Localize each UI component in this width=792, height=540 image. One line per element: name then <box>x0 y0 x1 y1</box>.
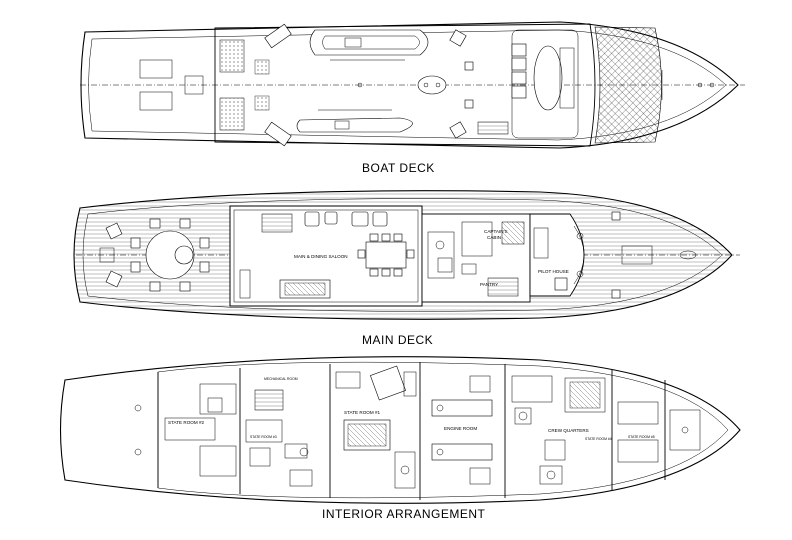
main-deck-plan <box>73 190 740 320</box>
label-state-room-5: STATE ROOM #5 <box>628 435 655 439</box>
label-engine-room: ENGINE ROOM <box>444 426 477 431</box>
label-state-room-4: STATE ROOM #4 <box>585 437 612 441</box>
main-deck-title: MAIN DECK <box>362 333 433 347</box>
label-crew-quarters: CREW QUARTERS <box>548 428 589 433</box>
label-state-room-1: STATE ROOM #1 <box>344 410 381 415</box>
label-state-room-3: STATE ROOM #3 <box>250 435 277 439</box>
boat-deck-plan <box>80 21 745 149</box>
label-state-room-2: STATE ROOM #2 <box>168 420 205 425</box>
label-pantry: PANTRY <box>480 282 498 287</box>
interior-title: INTERIOR ARRANGEMENT <box>322 507 486 521</box>
boat-deck-title: BOAT DECK <box>362 161 435 175</box>
label-pilot-house: PILOT HOUSE <box>538 269 569 274</box>
main-deck-labels: MAIN & DINING SALOON CAPTAIN'S CABIN PIL… <box>294 229 569 287</box>
label-saloon: MAIN & DINING SALOON <box>294 254 348 259</box>
label-captain-cabin-1: CAPTAIN'S <box>484 229 508 234</box>
label-mechanical-room: MECHANICAL ROOM <box>264 377 298 381</box>
interior-arrangement-plan <box>59 356 741 504</box>
interior-labels: STATE ROOM #2 STATE ROOM #1 ENGINE ROOM … <box>168 377 655 441</box>
label-captain-cabin-2: CABIN <box>487 235 501 240</box>
